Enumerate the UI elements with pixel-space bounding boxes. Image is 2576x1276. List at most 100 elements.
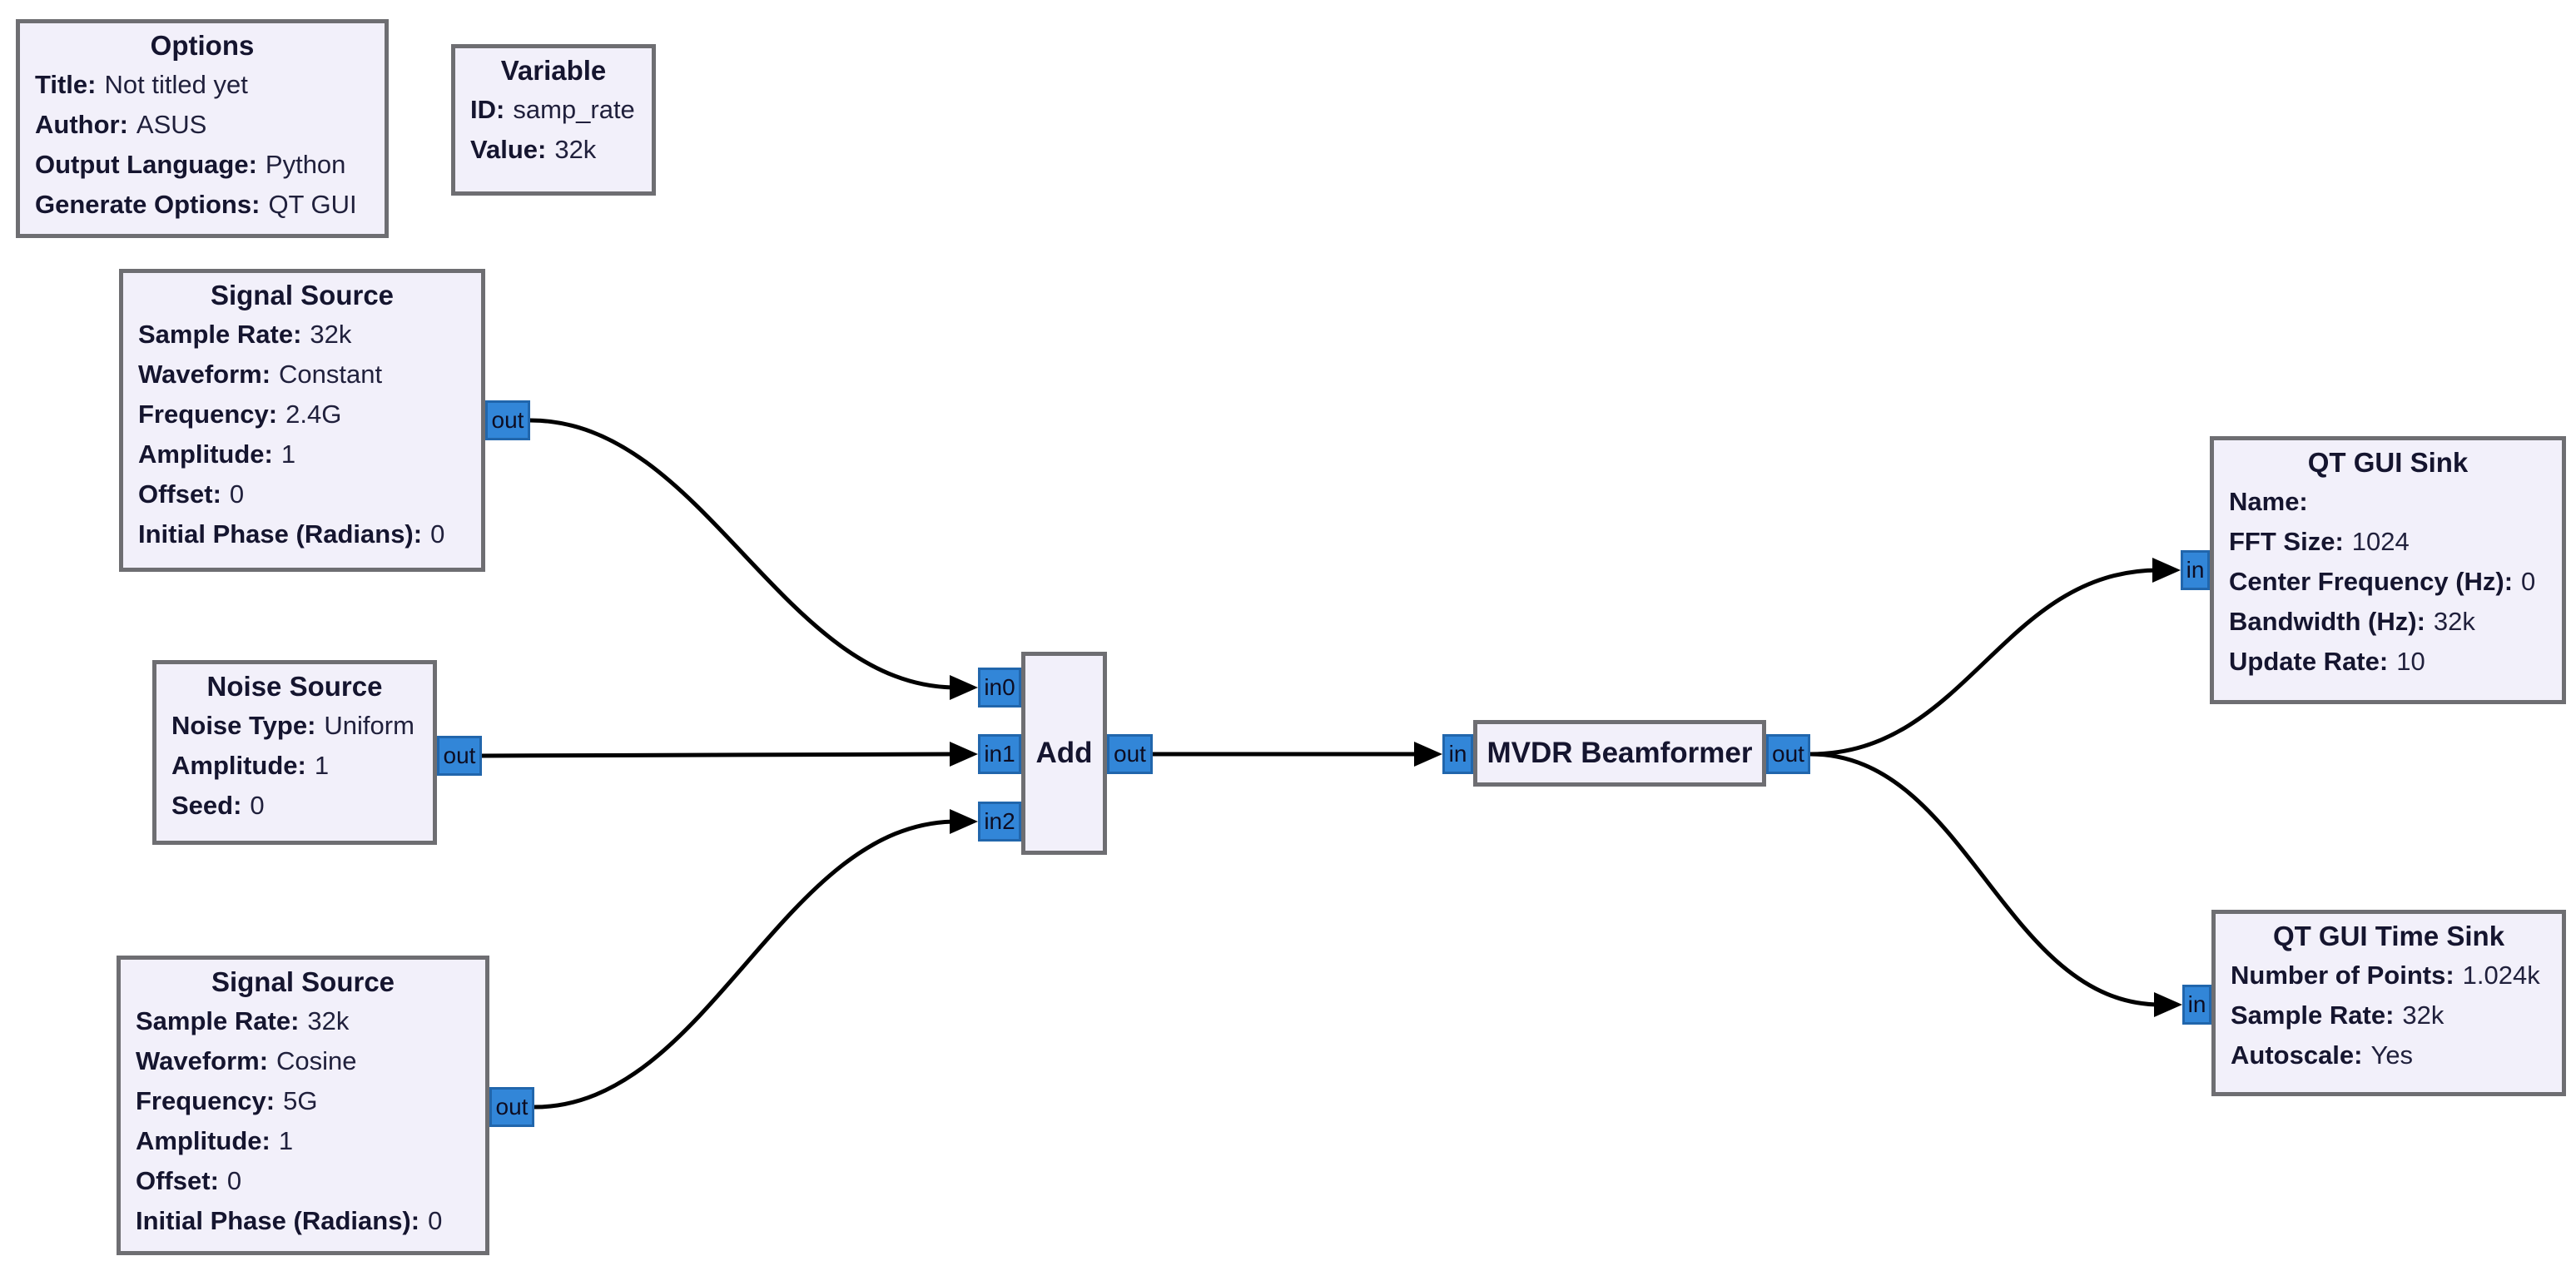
param-label: Value: [470,135,547,164]
param-value: 1.024k [2462,961,2540,990]
param-value: ASUS [136,110,207,139]
connection-signal-source-1.out-to-add.in0[interactable] [529,418,957,690]
param-row: Bandwidth (Hz): 32k [2229,602,2549,642]
param-row: Offset:0 [136,1161,472,1201]
param-value: 1024 [2351,527,2410,556]
port-signal-source-2-out[interactable]: out [489,1087,534,1127]
block-title-signal-source-2: Signal Source [211,966,395,997]
port-qt-gui-time-sink-in[interactable]: in [2182,985,2211,1025]
port-label: in [2187,991,2206,1017]
param-label: Output Language: [35,150,257,179]
param-value: 1 [314,751,330,780]
param-row: Sample Rate:32k [138,315,468,355]
port-mvdr-beamformer-out[interactable]: out [1766,734,1810,774]
port-qt-gui-sink-in[interactable]: in [2181,550,2210,590]
block-add[interactable]: Add [1021,652,1107,855]
param-value: 0 [428,1206,443,1235]
param-value: 32k [310,320,352,349]
param-row: Value:32k [470,130,638,170]
param-label: Sample Rate: [136,1006,300,1035]
param-label: Frequency: [136,1086,275,1115]
param-label: Number of Points: [2231,961,2454,990]
param-row: ID:samp_rate [470,90,638,130]
param-value: 2.4G [285,400,342,429]
param-value: 1 [278,1126,294,1155]
param-value: Yes [2370,1040,2414,1070]
param-row: Update Rate:10 [2229,642,2549,682]
block-title-add: Add [1035,737,1093,769]
param-value: 32k [2402,1000,2444,1030]
param-row: Autoscale:Yes [2231,1035,2549,1075]
connection-mvdr-beamformer.out-to-qt-gui-sink.in[interactable] [1809,568,2160,757]
param-label: Bandwidth (Hz): [2229,607,2425,636]
port-label: out [491,407,524,433]
param-value: 0 [229,479,245,509]
port-add-out[interactable]: out [1107,734,1153,774]
block-title-variable: Variable [500,55,607,86]
port-signal-source-1-out[interactable]: out [485,400,530,440]
connection-mvdr-beamformer.out-to-qt-gui-time-sink.in[interactable] [1809,752,2162,1007]
param-label: Sample Rate: [2231,1000,2395,1030]
connection-signal-source-2.out-to-add.in2[interactable] [534,819,957,1110]
param-value: Not titled yet [104,70,248,99]
param-label: Waveform: [136,1046,269,1075]
connection-noise-source.out-to-add.in1[interactable] [481,752,957,758]
param-value: 0 [2521,567,2536,596]
param-row: Author:ASUS [35,105,371,145]
param-row: Center Frequency (Hz):0 [2229,562,2549,602]
param-value: 0 [250,791,265,820]
param-label: Amplitude: [171,751,306,780]
param-value: 32k [554,135,597,164]
block-title-qt-gui-sink: QT GUI Sink [2307,447,2469,478]
param-value: 32k [2433,607,2475,636]
param-row: Number of Points: 1.024k [2231,956,2549,995]
block-title-options: Options [150,30,255,61]
port-add-in2[interactable]: in2 [978,802,1021,842]
param-row: Noise Type:Uniform [171,706,419,746]
port-mvdr-beamformer-in[interactable]: in [1442,734,1473,774]
port-noise-source-out[interactable]: out [437,736,482,776]
param-label: Autoscale: [2231,1040,2363,1070]
port-label: out [443,742,476,768]
param-value: Constant [279,360,383,389]
param-value: samp_rate [513,95,635,124]
param-label: Title: [35,70,97,99]
param-row: Seed:0 [171,786,419,826]
param-label: Initial Phase (Radians): [138,519,423,549]
param-label: Frequency: [138,400,278,429]
param-label: Noise Type: [171,711,316,740]
block-title-qt-gui-time-sink: QT GUI Time Sink [2272,921,2505,951]
param-value: 5G [283,1086,318,1115]
param-value: 0 [226,1166,242,1195]
param-label: Offset: [136,1166,219,1195]
param-value: Cosine [276,1046,357,1075]
param-row: Sample Rate:32k [2231,995,2549,1035]
port-label: out [495,1094,529,1120]
block-mvdr-beamformer[interactable]: MVDR Beamformer [1473,720,1766,787]
param-row: Offset:0 [138,474,468,514]
param-row: Frequency: 5G [136,1081,472,1121]
param-value: 0 [430,519,445,549]
port-label: in [1448,741,1467,767]
port-add-in0[interactable]: in0 [978,668,1021,708]
param-row: FFT Size:1024 [2229,522,2549,562]
port-add-in1[interactable]: in1 [978,734,1021,774]
port-label: in2 [984,808,1015,834]
param-label: Name: [2229,487,2308,516]
block-title-signal-source-1: Signal Source [210,280,395,310]
param-label: Waveform: [138,360,271,389]
param-row: Frequency:2.4G [138,395,468,434]
param-value: QT GUI [268,190,357,219]
port-label: in0 [984,674,1015,700]
